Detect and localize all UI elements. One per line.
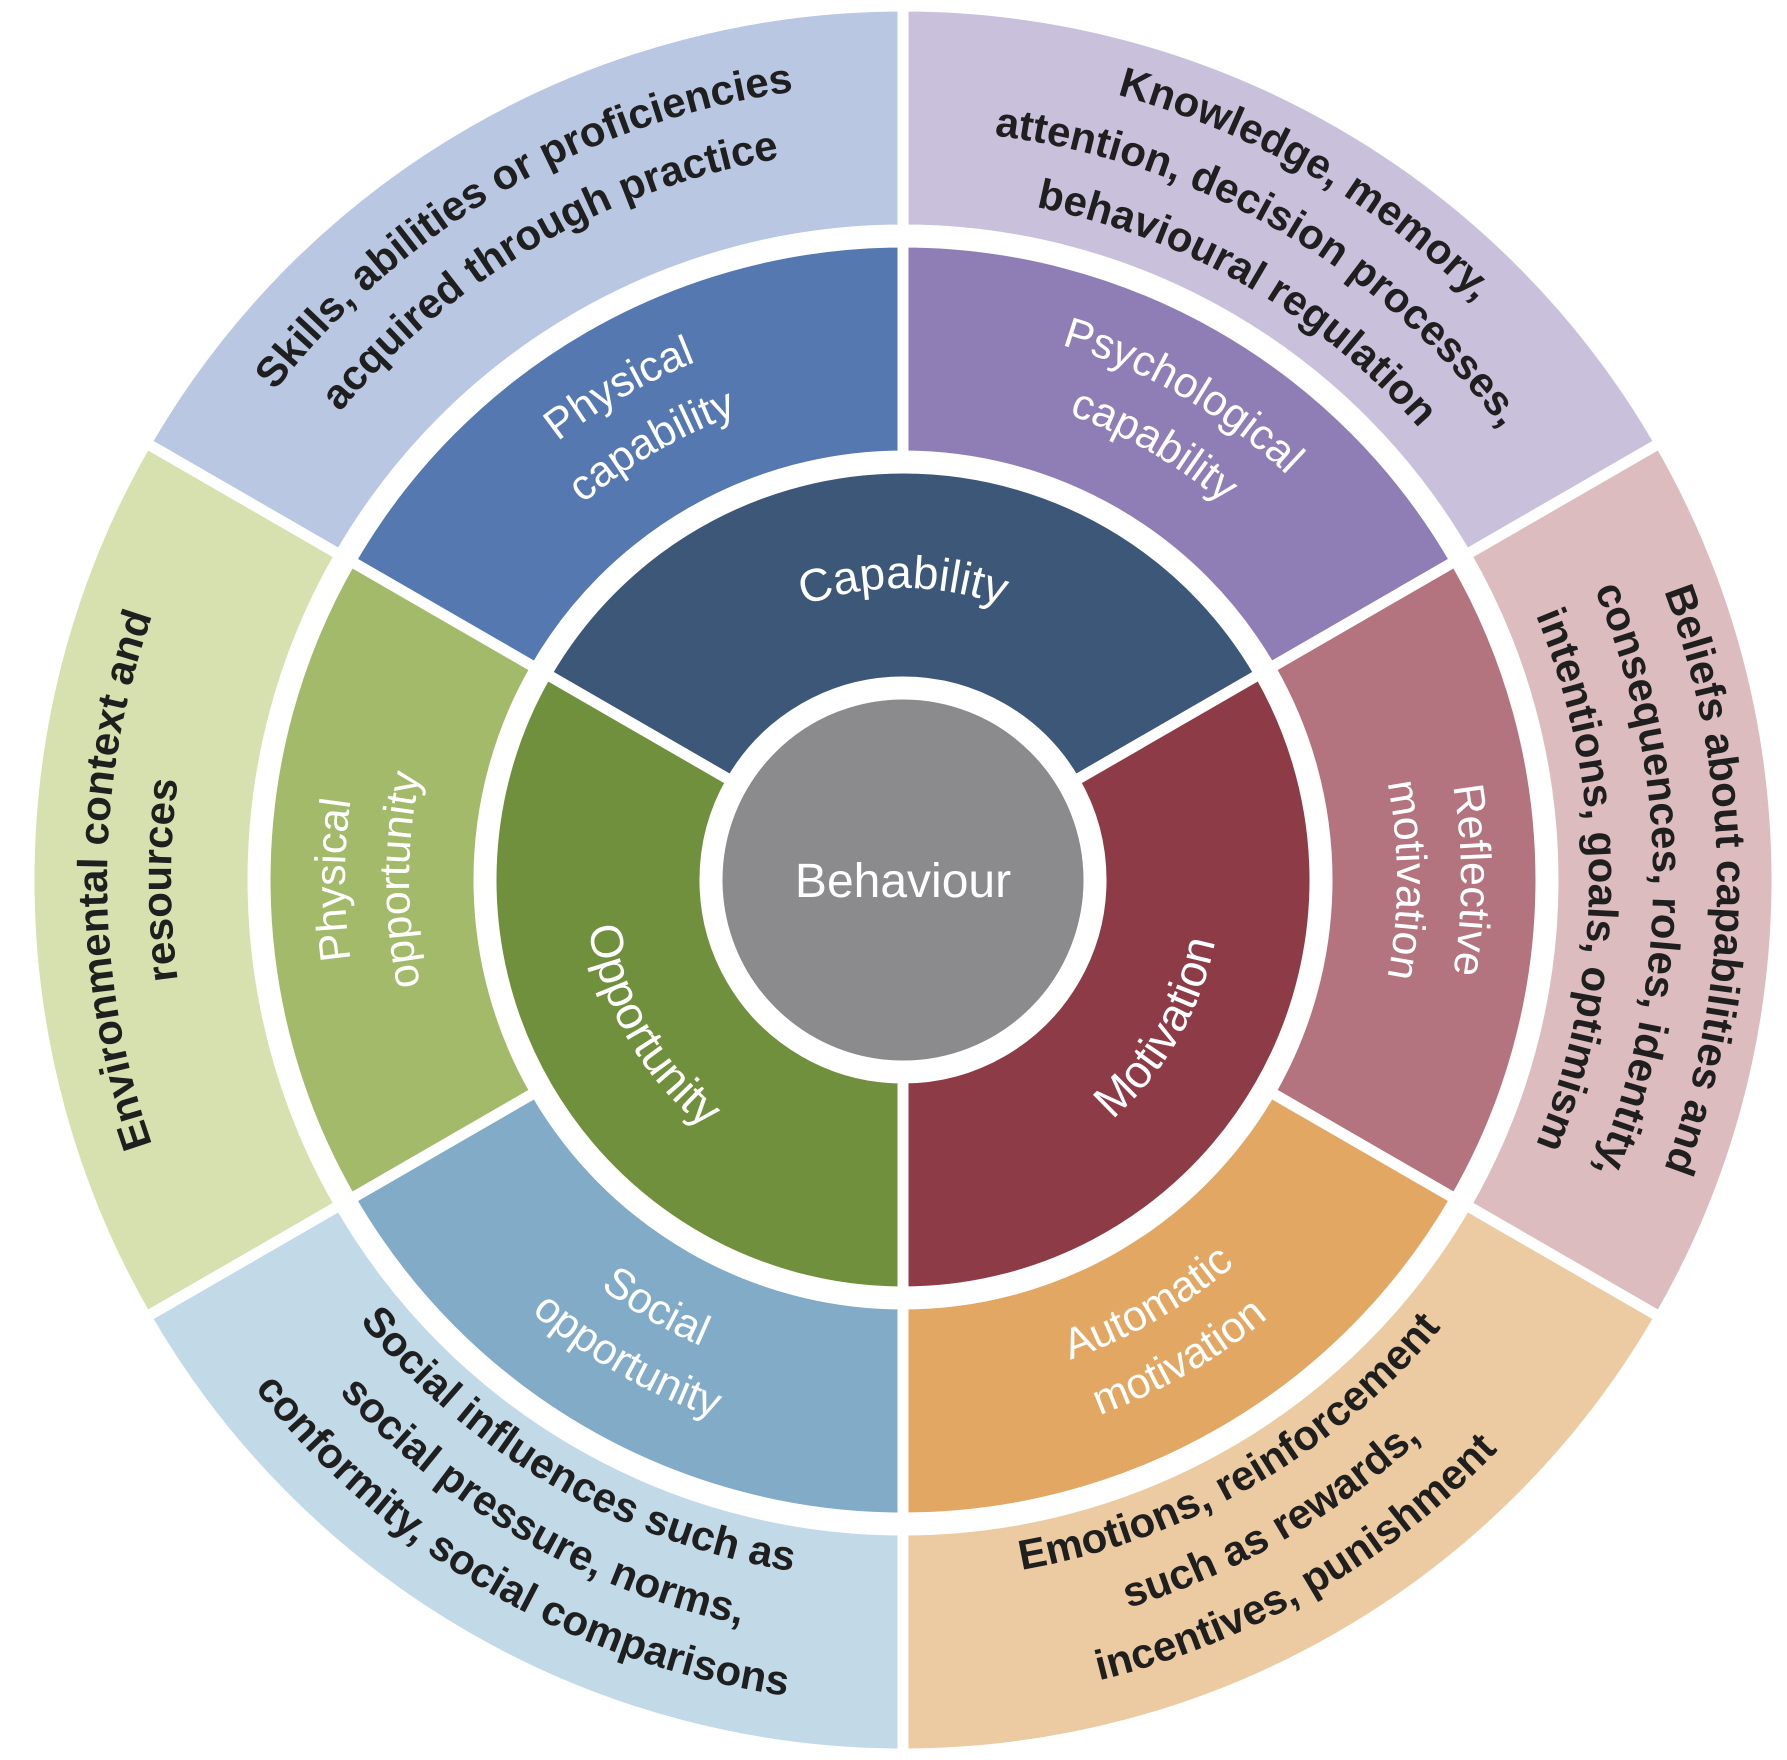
reflective-motivation-description-segment [1460,437,1783,1323]
wheel-generated-content: Skills, abilities or proficienciesacquir… [23,0,1783,1760]
physical-opportunity-segment [259,555,542,1205]
reflective-motivation-segment [1264,555,1547,1205]
reflective-motivation-label: motivation [1378,776,1436,984]
environmental-context-description-segment [23,437,346,1323]
psychological-capability-description-segment [897,0,1666,561]
physical-capability-description-segment [140,0,909,561]
social-opportunity-segment [345,1086,909,1524]
automatic-motivation-description-segment [897,1199,1666,1760]
automatic-motivation-segment [897,1086,1461,1524]
opportunity-segment [485,668,909,1298]
capability-segment [540,462,1266,787]
social-opportunity-description-segment [140,1199,909,1760]
environmental-context-description-label: resources [133,775,187,985]
physical-opportunity-label: Physical [307,795,361,964]
reflective-motivation-label: Reflective [1443,781,1499,980]
physical-capability-segment [345,236,909,674]
psychological-capability-segment [897,236,1461,674]
motivation-segment [897,668,1321,1298]
behaviour-label: Behaviour [795,855,1011,908]
behaviour-circle [711,688,1095,1072]
